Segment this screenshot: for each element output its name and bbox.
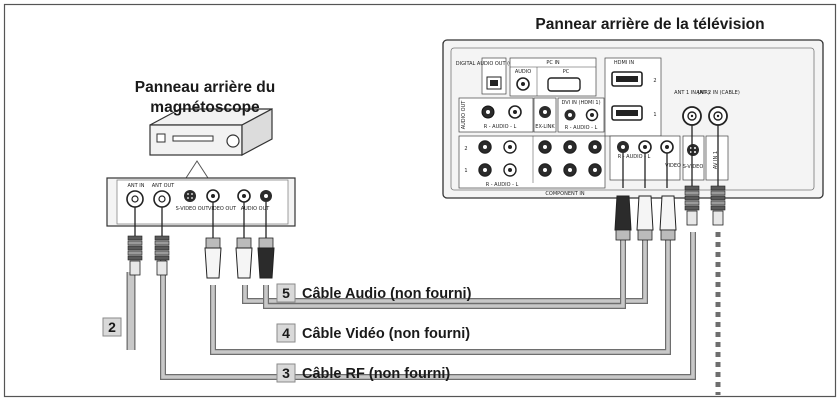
rca-connector [235, 237, 253, 279]
ant-2-label: ANT 2 IN (CABLE) [696, 90, 740, 96]
cable-5-number: 5 [282, 285, 290, 301]
digital-audio-out-port: DIGITAL AUDIO OUT (OPTICAL) [456, 57, 532, 95]
vcr-rear-panel: ANT IN ANT OUT S-VIDEO OUT VIDEO OUT AUD… [106, 177, 296, 227]
rf-connector [127, 235, 143, 276]
av-in-audio-label: R - AUDIO - L [618, 154, 651, 160]
pc-in-label: PC IN [546, 60, 560, 66]
vcr-ant-out-label: ANT OUT [152, 183, 175, 189]
audio-out-group: AUDIO OUT R - AUDIO - L [458, 97, 534, 133]
hdmi-in-group: HDMI IN 2 1 [604, 57, 662, 137]
vcr-leads [134, 202, 267, 238]
audio-out-label: AUDIO OUT [461, 100, 467, 130]
component-in-label: COMPONENT IN [545, 191, 584, 197]
component-jack-core [593, 168, 597, 172]
pc-vga-port [547, 77, 581, 92]
cable-3-number: 3 [282, 365, 290, 381]
pc-audio-label: AUDIO [515, 69, 531, 75]
hdmi-in-label: HDMI IN [614, 60, 634, 66]
vcr-panel-title: Panneau arrière du magnétoscope [90, 78, 320, 118]
cable-3-label: Câble RF (non fourni) [302, 366, 450, 382]
vcr-video-out-label: VIDEO OUT [208, 206, 237, 212]
cable-label-5: 5 Câble Audio (non fourni) [276, 283, 472, 303]
vcr-callout [185, 160, 209, 179]
component-audio-rl-label: R - AUDIO - L [486, 182, 519, 188]
tv-panel-title: Pannear arrière de la télévision [535, 16, 765, 33]
pc-label: PC [563, 69, 570, 75]
component-jack-core [568, 145, 572, 149]
cable-label-4: 4 Câble Vidéo (non fourni) [276, 323, 470, 343]
digital-audio-out-label: DIGITAL AUDIO OUT (OPTICAL) [456, 61, 532, 67]
vcr-title-line-1: Panneau arrière du [134, 79, 276, 96]
component-jack-core [483, 145, 487, 149]
cable-5-label: Câble Audio (non fourni) [302, 286, 472, 302]
component-jack-core [568, 168, 572, 172]
pc-in-group: PC IN AUDIO PC [509, 57, 597, 97]
component-jack-core [543, 145, 547, 149]
vcr-audio-out-label: AUDIO OUT [241, 206, 271, 212]
component-jack-core [543, 168, 547, 172]
s-video-label: S-VIDEO [683, 164, 704, 170]
component-jack-core [593, 145, 597, 149]
hdmi-1-label: 1 [653, 112, 656, 118]
dvi-audio-rl-label: R - AUDIO - L [565, 125, 598, 131]
cable-4-number: 4 [282, 325, 290, 341]
component-jack-core [483, 168, 487, 172]
rca-connector [204, 237, 222, 279]
component-row-2-label: 2 [464, 146, 467, 152]
audio-out-rl-label: R - AUDIO - L [484, 124, 517, 130]
rca-connector [614, 195, 632, 241]
cable-2-number: 2 [108, 319, 116, 335]
component-row-1-label: 1 [464, 168, 467, 174]
cable-routes [126, 232, 721, 395]
rf-connector [710, 185, 726, 226]
dvi-in-audio-group: DVI IN (HDMI 1) R - AUDIO - L [557, 97, 605, 133]
rca-connector [257, 237, 275, 279]
component-jack-core [508, 145, 512, 149]
rf-connector [154, 235, 170, 276]
tv-rear-panel: DIGITAL AUDIO OUT (OPTICAL) PC IN AUDIO … [442, 39, 824, 199]
rf-connector [684, 185, 700, 226]
vcr-s-video-out-label: S-VIDEO OUT [176, 206, 210, 212]
vcr-s-video-out-port [184, 190, 196, 202]
cable-4-label: Câble Vidéo (non fourni) [302, 326, 470, 342]
ant-1-label: ANT 1 IN (AIR) [674, 90, 710, 96]
rca-connector [636, 195, 654, 241]
ex-link-label: EX-LINK [535, 124, 555, 130]
dvi-in-label: DVI IN (HDMI 1) [561, 100, 600, 106]
ant-1-in-port: ANT 1 IN (AIR) [674, 90, 710, 126]
vcr-device [149, 108, 273, 156]
av-in-video-label: VIDEO [665, 163, 681, 169]
av-in-1-box: AV IN 1 [705, 135, 729, 181]
cable-label-2: 2 [102, 317, 122, 337]
cable-plugs [127, 185, 726, 279]
vcr-ant-in-label: ANT IN [127, 183, 144, 189]
vcr-title-line-2: magnétoscope [150, 99, 260, 116]
ex-link-port: EX-LINK [533, 97, 557, 133]
component-jack-core [508, 168, 512, 172]
tv-leads [622, 125, 719, 188]
s-video-port: S-VIDEO [682, 135, 705, 181]
component-in-group: 2 1 R - AUDIO - L COMPONENT IN [458, 135, 606, 197]
cable-label-3: 3 Câble RF (non fourni) [276, 363, 450, 383]
av-in-1-label: AV IN 1 [713, 151, 719, 169]
rca-connector [659, 195, 677, 241]
hdmi-2-label: 2 [653, 78, 656, 84]
